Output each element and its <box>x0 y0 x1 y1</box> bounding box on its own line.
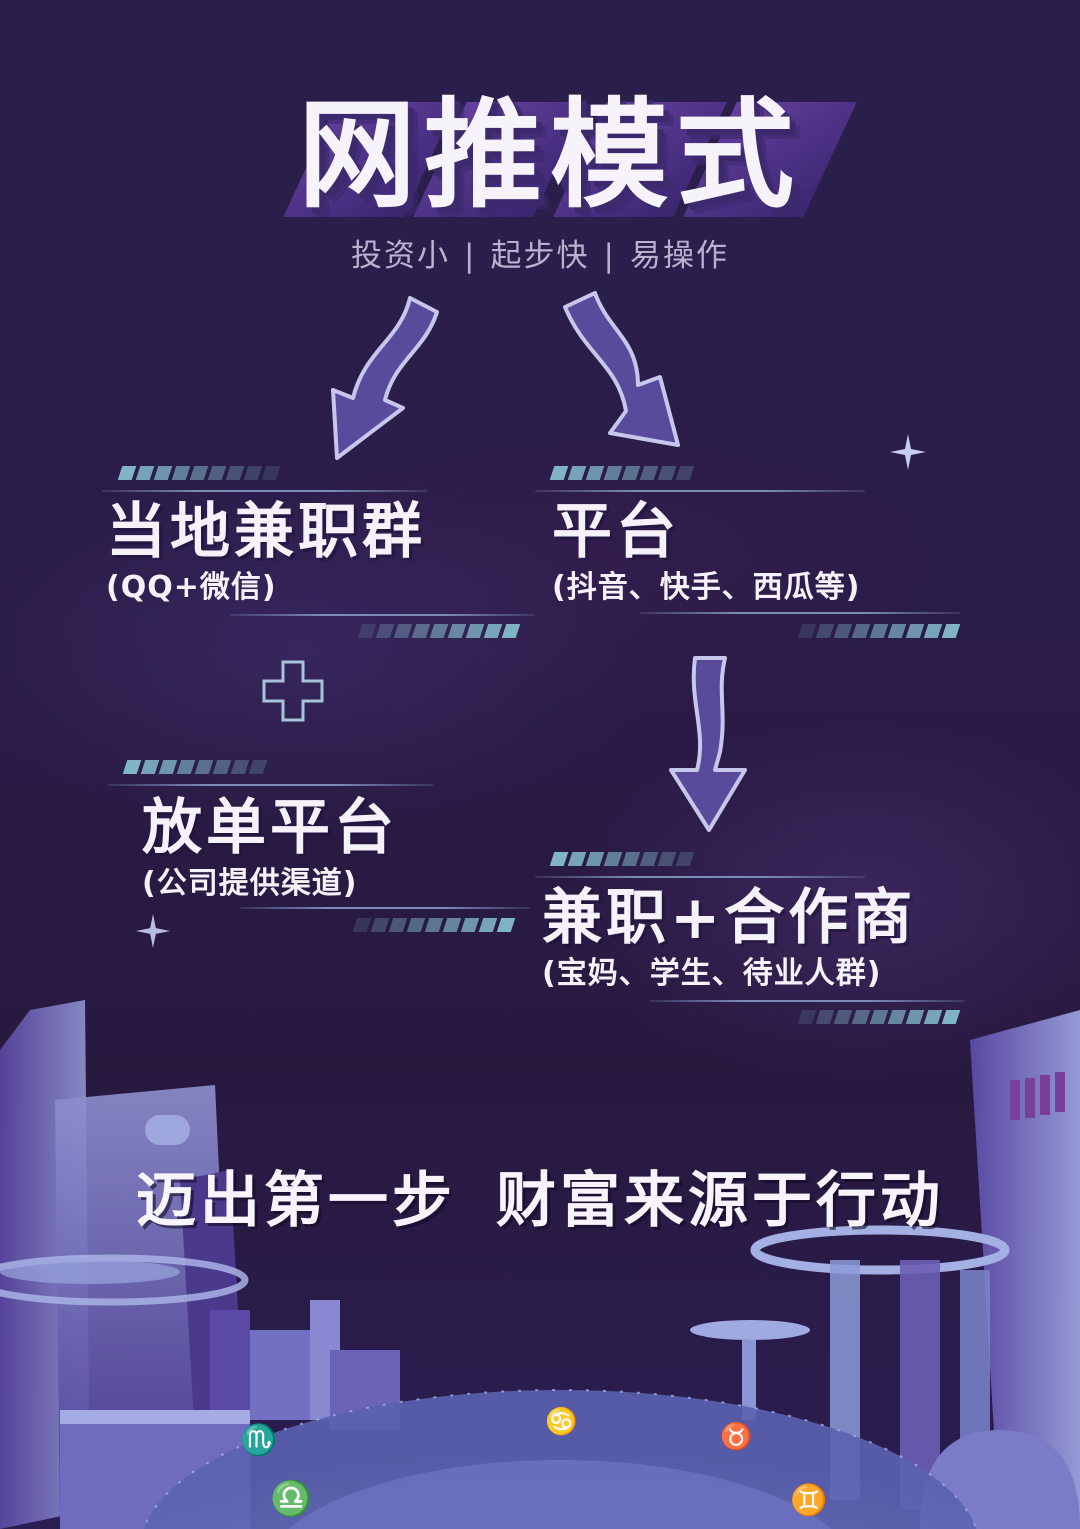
stripe-decoration <box>797 1010 961 1026</box>
slogan-part-1: 迈出第一步 <box>136 1166 456 1236</box>
node-title: 平台 <box>552 497 680 567</box>
divider-line <box>240 907 530 909</box>
divider-line <box>102 490 427 492</box>
tagline-item: 易操作 <box>629 238 729 274</box>
tagline: 投资小 | 起步快 | 易操作 <box>0 230 1080 275</box>
city-illustration: ♏ ♋ ♉ ♎ ♊ <box>0 1000 1080 1529</box>
stripe-decoration <box>797 624 961 640</box>
curved-arrow-down-icon <box>669 656 747 832</box>
slogan: 迈出第一步财富来源于行动 <box>0 1152 1080 1239</box>
node-subtitle: (公司提供渠道) <box>142 866 358 901</box>
stripe-decoration <box>549 852 695 868</box>
node-subtitle: (QQ+微信) <box>106 570 277 605</box>
local-parttime-group-node: 当地兼职群 (QQ+微信) <box>106 496 426 608</box>
svg-text:♊: ♊ <box>790 1482 827 1518</box>
svg-text:♏: ♏ <box>240 1422 277 1458</box>
svg-text:♉: ♉ <box>720 1421 752 1452</box>
stripe-decoration <box>117 466 281 482</box>
node-title: 当地兼职群 <box>106 497 426 567</box>
curved-arrow-down-right-icon <box>563 291 680 447</box>
tagline-item: 起步快 <box>490 238 590 274</box>
divider-line <box>230 614 535 616</box>
divider-line <box>640 612 960 614</box>
tagline-item: 投资小 <box>351 238 451 274</box>
node-subtitle: (宝妈、学生、待业人群) <box>542 956 882 991</box>
divider-line <box>108 784 433 786</box>
parttime-partner-node: 兼职+合作商 (宝妈、学生、待业人群) <box>542 882 916 994</box>
svg-text:♎: ♎ <box>270 1479 312 1519</box>
sparkle-icon <box>890 434 926 470</box>
title-group: 网推模式 <box>280 86 857 224</box>
curved-arrow-down-left-icon <box>331 296 439 460</box>
platform-node: 平台 (抖音、快手、西瓜等) <box>552 496 860 608</box>
page-title: 网推模式 <box>297 86 802 224</box>
tagline-separator: | <box>603 238 616 274</box>
svg-text:♋: ♋ <box>545 1406 577 1437</box>
divider-line <box>650 1000 965 1002</box>
node-title: 放单平台 <box>142 793 398 863</box>
node-title: 兼职+合作商 <box>542 883 917 953</box>
stripe-decoration <box>357 624 521 640</box>
order-platform-node: 放单平台 (公司提供渠道) <box>142 792 398 904</box>
divider-line <box>535 876 865 878</box>
divider-line <box>535 490 865 492</box>
plus-outline-icon <box>262 660 324 722</box>
stripe-decoration <box>352 918 516 934</box>
tagline-separator: | <box>464 238 477 274</box>
sparkle-icon <box>135 913 171 949</box>
node-subtitle: (抖音、快手、西瓜等) <box>552 570 861 605</box>
stripe-decoration <box>122 760 268 776</box>
stripe-decoration <box>549 466 695 482</box>
slogan-part-2: 财富来源于行动 <box>496 1166 944 1236</box>
